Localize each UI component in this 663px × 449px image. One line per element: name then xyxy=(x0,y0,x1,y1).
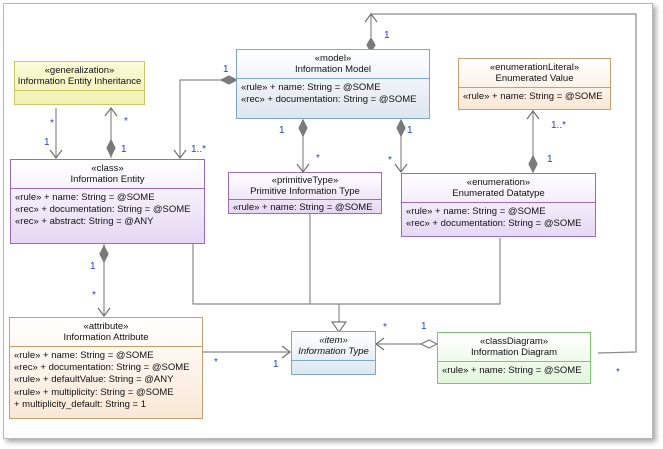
class-enumerated-value[interactable]: «enumerationLiteral» Enumerated Value «r… xyxy=(458,58,611,110)
multiplicity-label: * xyxy=(124,116,128,127)
diamond-model-prim xyxy=(298,118,308,138)
multiplicity-label: 1 xyxy=(384,30,390,41)
multiplicity-label: 1..* xyxy=(191,144,207,155)
class-information-entity[interactable]: «class» Information Entity «rule» + name… xyxy=(10,159,205,244)
multiplicity-label: 1 xyxy=(44,137,50,148)
diamond-item-diag xyxy=(419,339,439,349)
attribute-row: «rule» + defaultValue: String = @ANY xyxy=(14,374,174,386)
edge-entity-model xyxy=(179,79,237,158)
diamond-gen-right xyxy=(106,138,116,158)
multiplicity-label: 1 xyxy=(421,321,427,332)
stereotype-label: «class» xyxy=(91,163,124,174)
class-information-diagram[interactable]: «classDiagram» Information Diagram «rule… xyxy=(437,332,591,384)
multiplicity-label: * xyxy=(383,322,387,333)
diamond-entity-attr xyxy=(99,244,109,264)
stereotype-label: «classDiagram» xyxy=(479,336,549,347)
class-name: Information Entity Inheritance xyxy=(17,76,142,87)
class-name: Primitive Information Type xyxy=(250,186,360,197)
class-name: Information Diagram xyxy=(470,347,558,358)
stereotype-label: «model» xyxy=(314,53,352,64)
diamond-model-left xyxy=(219,75,239,85)
multiplicity-label: 1 xyxy=(279,125,285,136)
class-name: Information Model xyxy=(294,64,372,75)
diamond-enumval xyxy=(528,154,538,174)
attribute-row: «rule» + name: String = @SOME xyxy=(241,82,381,93)
multiplicity-label: * xyxy=(92,290,96,301)
multiplicity-label: 1 xyxy=(547,154,553,165)
attribute-row: «rule» + name: String = @SOME xyxy=(406,206,546,217)
class-information-model[interactable]: «model» Information Model «rule» + name:… xyxy=(236,49,430,119)
attribute-row: «rec» + documentation: String = @SOME xyxy=(406,218,582,230)
multiplicity-label: 1..* xyxy=(551,120,567,131)
attribute-row: «rec» + documentation: String = @SOME xyxy=(14,362,190,374)
class-name: Information Entity xyxy=(70,174,145,185)
gen-tree-entity xyxy=(192,238,501,305)
class-information-attribute[interactable]: «attribute» Information Attribute «rule»… xyxy=(9,317,203,419)
class-name: Enumerated Value xyxy=(495,73,574,84)
stereotype-label: «enumerationLiteral» xyxy=(489,62,580,73)
stereotype-label: «generalization» xyxy=(44,65,115,76)
attribute-row: «rec» + abstract: String = @ANY xyxy=(15,216,154,228)
multiplicity-label: * xyxy=(214,357,218,368)
diamond-model-enum xyxy=(396,118,406,138)
attribute-row: «rule» + name: String = @SOME xyxy=(15,192,155,203)
multiplicity-label: * xyxy=(388,155,392,166)
attribute-row: «rec» + documentation: String = @SOME xyxy=(15,204,191,216)
attribute-row: + multiplicity_default: String = 1 xyxy=(14,398,147,410)
class-name: Enumerated Datatype xyxy=(452,188,545,199)
multiplicity-label: * xyxy=(616,367,620,378)
edge-model-diagram-loop xyxy=(370,13,637,354)
multiplicity-label: 1 xyxy=(121,144,127,155)
multiplicity-label: 1 xyxy=(407,125,413,136)
attribute-row: «rule» + name: String = @SOME xyxy=(442,365,582,376)
class-primitive-information-type[interactable]: «primitiveType» Primitive Information Ty… xyxy=(228,172,382,214)
class-name: Information Attribute xyxy=(63,332,149,343)
attribute-row: «rule» + multiplicity: String = @SOME xyxy=(14,386,174,398)
attribute-row: «rule» + name: String = @SOME xyxy=(463,91,603,102)
attribute-row: «rule» + name: String = @SOME xyxy=(14,350,154,361)
class-information-type[interactable]: «item» Information Type xyxy=(291,331,376,375)
stereotype-label: «primitiveType» xyxy=(271,175,339,186)
multiplicity-label: * xyxy=(50,118,54,129)
multiplicity-label: 1 xyxy=(223,64,229,75)
gen-triangle xyxy=(330,321,348,334)
stereotype-label: «item» xyxy=(319,335,348,346)
attribute-row: «rec» + documentation: String = @SOME xyxy=(241,94,417,106)
multiplicity-label: 1 xyxy=(273,359,279,370)
attribute-row: «rule» + name: String = @SOME xyxy=(233,202,373,213)
class-enumerated-datatype[interactable]: «enumeration» Enumerated Datatype «rule»… xyxy=(401,173,596,237)
multiplicity-label: 1 xyxy=(90,261,96,272)
class-name: Information Type xyxy=(298,346,369,357)
multiplicity-label: * xyxy=(316,153,320,164)
stereotype-label: «enumeration» xyxy=(466,177,531,188)
class-information-entity-inheritance[interactable]: «generalization» Information Entity Inhe… xyxy=(14,61,145,105)
stereotype-label: «attribute» xyxy=(83,321,129,332)
